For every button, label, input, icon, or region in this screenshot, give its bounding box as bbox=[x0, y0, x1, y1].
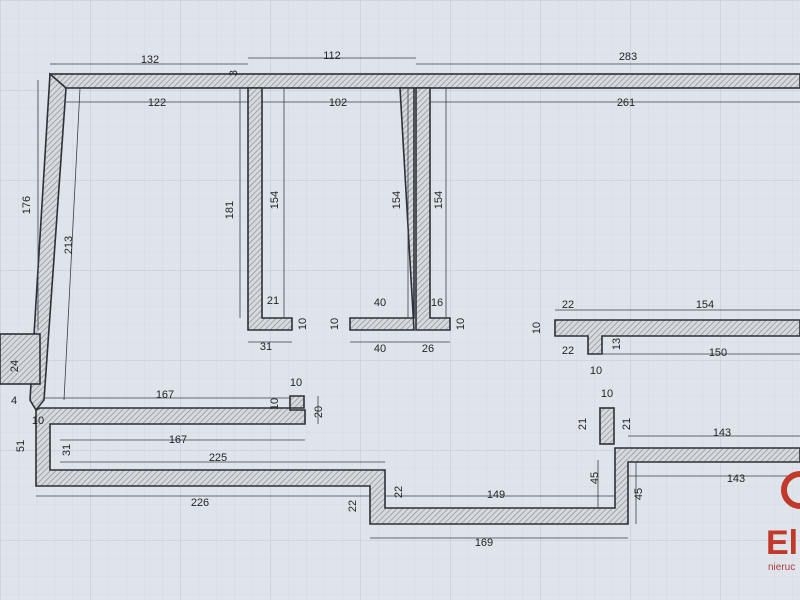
dim-label: 213 bbox=[63, 236, 75, 254]
wall-top bbox=[49, 73, 800, 89]
dim-label: 3 bbox=[228, 70, 240, 76]
dim-label: 22 bbox=[347, 500, 359, 512]
dim-label: 22 bbox=[393, 486, 405, 498]
dim-label: 40 bbox=[374, 343, 386, 355]
dim-label: 24 bbox=[9, 360, 21, 372]
watermark-logo: El nieruc bbox=[766, 471, 800, 573]
dim-label: 40 bbox=[374, 297, 386, 309]
dim-label: 122 bbox=[148, 97, 166, 109]
dim-label: 10 bbox=[290, 377, 302, 389]
logo-ring-icon bbox=[781, 471, 800, 509]
dim-label: 16 bbox=[431, 297, 443, 309]
wall-partition-1 bbox=[247, 87, 293, 331]
dim-label: 176 bbox=[21, 196, 33, 214]
dim-label: 10 bbox=[329, 318, 341, 330]
dim-label: 226 bbox=[191, 497, 209, 509]
wall-bottom bbox=[35, 395, 800, 525]
dim-label: 181 bbox=[224, 201, 236, 219]
dim-label: 26 bbox=[422, 343, 434, 355]
dim-label: 102 bbox=[329, 97, 347, 109]
dim-label: 167 bbox=[156, 389, 174, 401]
logo-subtitle: nieruc bbox=[768, 562, 795, 573]
walls bbox=[0, 72, 800, 525]
dim-label: 45 bbox=[633, 488, 645, 500]
dim-label: 10 bbox=[455, 318, 467, 330]
dim-label: 31 bbox=[61, 444, 73, 456]
dim-label: 21 bbox=[621, 418, 633, 430]
dim-label: 10 bbox=[297, 318, 309, 330]
dim-label: 112 bbox=[323, 50, 341, 62]
dim-label: 10 bbox=[32, 415, 44, 427]
dim-label: 10 bbox=[590, 365, 602, 377]
dim-label: 31 bbox=[260, 341, 272, 353]
dim-label: 143 bbox=[727, 473, 745, 485]
dim-label: 132 bbox=[141, 54, 159, 66]
dimension-lines bbox=[36, 57, 800, 539]
dim-label: 10 bbox=[601, 388, 613, 400]
dim-label: 167 bbox=[169, 434, 187, 446]
dim-label: 154 bbox=[391, 191, 403, 209]
dim-label: 22 bbox=[562, 299, 574, 311]
dim-label: 4 bbox=[11, 395, 17, 407]
dim-label: 169 bbox=[475, 537, 493, 549]
dim-label: 150 bbox=[709, 347, 727, 359]
dim-label: 21 bbox=[267, 295, 279, 307]
dim-label: 45 bbox=[589, 472, 601, 484]
wall-left-box bbox=[0, 333, 41, 385]
dim-label: 21 bbox=[577, 418, 589, 430]
dim-label: 225 bbox=[209, 452, 227, 464]
dim-label: 22 bbox=[562, 345, 574, 357]
dim-label: 283 bbox=[619, 51, 637, 63]
dim-label: 261 bbox=[617, 97, 635, 109]
dim-label: 10 bbox=[269, 398, 281, 410]
dim-label: 149 bbox=[487, 489, 505, 501]
dim-label: 13 bbox=[611, 338, 623, 350]
dimension-labels: 132 112 283 3 122 102 261 176 213 181 15… bbox=[9, 50, 745, 549]
dim-label: 51 bbox=[15, 440, 27, 452]
dim-label: 154 bbox=[433, 191, 445, 209]
dim-label: 10 bbox=[531, 322, 543, 334]
logo-letters: El bbox=[766, 524, 798, 562]
wall-pillar bbox=[599, 407, 615, 445]
dim-label: 154 bbox=[269, 191, 281, 209]
dim-label: 20 bbox=[313, 406, 325, 418]
dim-label: 154 bbox=[696, 299, 714, 311]
dim-label: 143 bbox=[713, 427, 731, 439]
wall-partition-3 bbox=[415, 87, 451, 331]
